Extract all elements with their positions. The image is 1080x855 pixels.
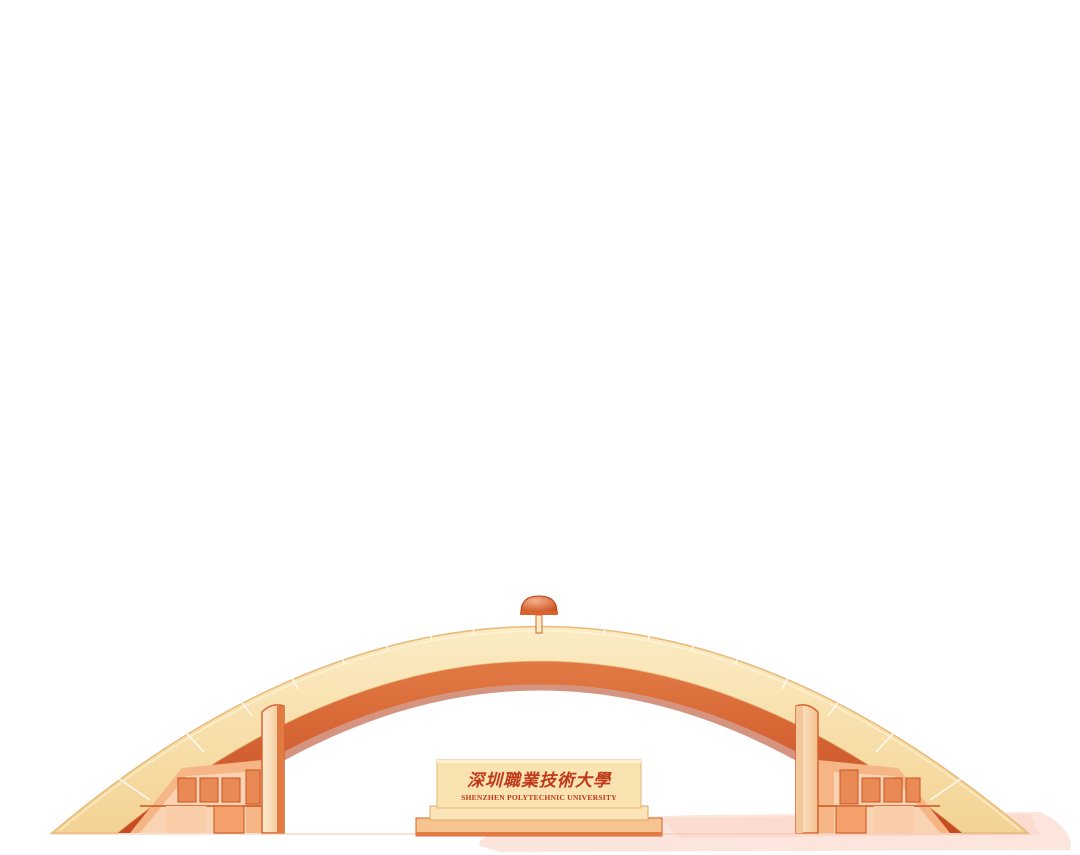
left-gatehouse (130, 704, 285, 834)
sign-name-chinese: 深圳職業技術大學 (467, 771, 612, 791)
right-gatehouse (795, 704, 950, 834)
sign-name-english: SHENZHEN POLYTECHNIC UNIVERSITY (461, 793, 617, 802)
arch-inner-band (118, 661, 962, 833)
arch-top-ornament (520, 595, 558, 634)
university-sign: 深圳職業技術大學 SHENZHEN POLYTECHNIC UNIVERSITY (415, 759, 663, 837)
